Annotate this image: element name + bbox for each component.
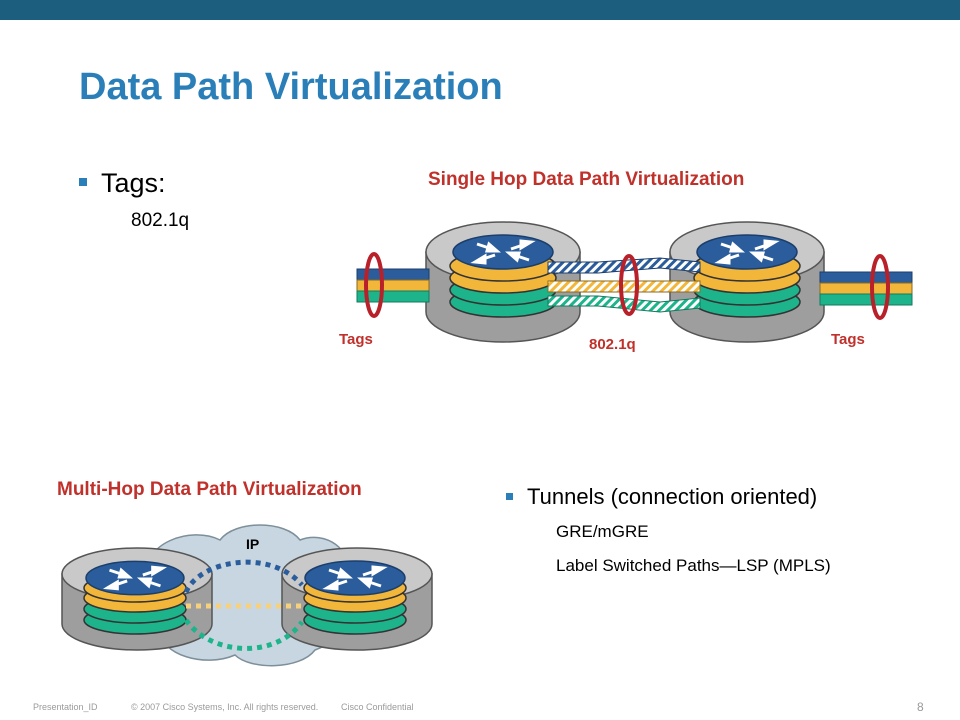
tag-ring-icon [619, 254, 639, 316]
tags-bullet: Tags: [79, 168, 166, 199]
multi-hop-diagram [61, 524, 433, 667]
multi-left-platform [61, 547, 213, 651]
footer-confidential: Cisco Confidential [341, 702, 414, 712]
multi-hop-title: Multi-Hop Data Path Virtualization [57, 479, 362, 500]
router-icon [695, 233, 799, 271]
right-path-bundle [819, 271, 913, 306]
tunnel-blue [183, 559, 304, 594]
footer-presentation-id: Presentation_ID [33, 702, 98, 712]
tunnels-bullet-text: Tunnels (connection oriented) [527, 484, 818, 509]
router-icon [84, 559, 186, 597]
tag-ring-icon [870, 254, 890, 320]
single-hop-diagram [356, 221, 913, 343]
top-banner [0, 0, 960, 20]
page-title: Data Path Virtualization [79, 66, 503, 108]
tag-ring-icon [364, 252, 384, 318]
left-path-bundle [356, 268, 430, 303]
multi-right-platform [281, 547, 433, 651]
router-icon [303, 559, 407, 597]
single-hop-label-tags-right: Tags [831, 331, 865, 348]
tunnels-sub-item-gre: GRE/mGRE [556, 522, 649, 541]
bullet-square-icon [79, 177, 87, 186]
tunnels-sub-item-lsp: Label Switched Paths—LSP (MPLS) [556, 556, 831, 575]
bullet-square-icon [506, 492, 513, 500]
footer-copyright: © 2007 Cisco Systems, Inc. All rights re… [131, 702, 319, 712]
single-hop-label-802-1q: 802.1q [589, 336, 636, 353]
ip-cloud-label: IP [246, 536, 260, 552]
left-platform [425, 221, 581, 343]
tunnels-bullet: Tunnels (connection oriented) [506, 484, 817, 510]
router-icon [451, 233, 555, 271]
page-number: 8 [917, 700, 924, 714]
single-hop-title: Single Hop Data Path Virtualization [428, 169, 745, 190]
tunnel-green [183, 618, 305, 651]
right-platform [669, 221, 825, 343]
tags-bullet-text: Tags: [101, 168, 166, 198]
single-hop-label-tags-left: Tags [339, 331, 373, 348]
tags-sub-item: 802.1q [131, 210, 190, 231]
